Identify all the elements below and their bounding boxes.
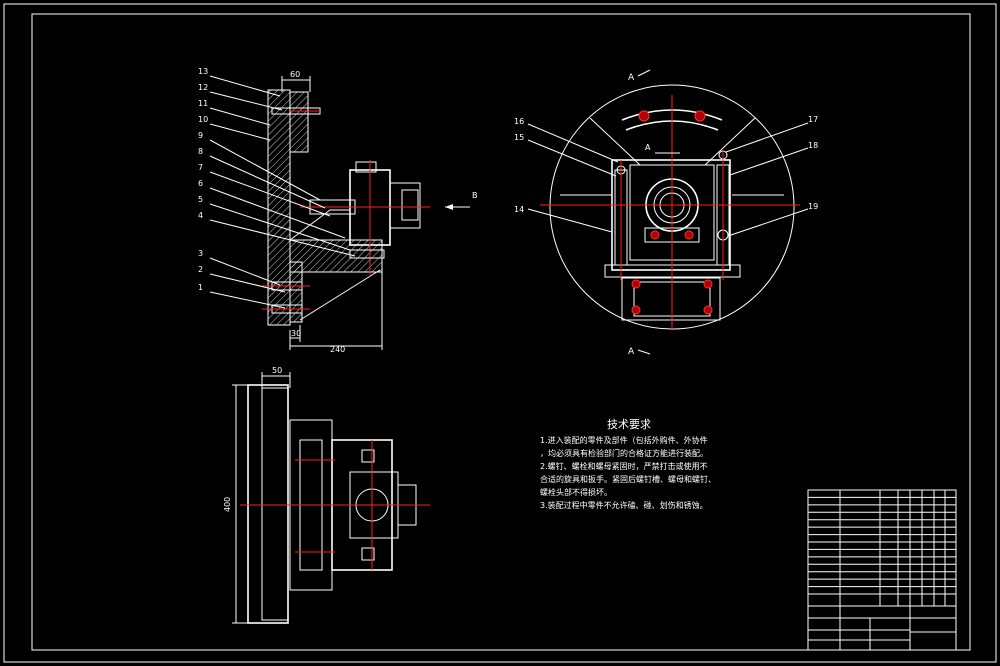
balloon-8: 8: [198, 147, 203, 156]
outer-frame: [3, 3, 997, 663]
balloon-17: 17: [808, 115, 818, 124]
notes-line-1: 1.进入装配的零件及部件（包括外购件、外协件: [540, 435, 708, 445]
side-view: 13 12 11 10 9 8 7 6 5 4 3 2 1 60 30 240 …: [198, 67, 478, 354]
balloon-14: 14: [514, 205, 524, 214]
balloon-6: 6: [198, 179, 203, 188]
notes-line-5: 螺栓头部不得损坏。: [540, 487, 612, 497]
notes-line-6: 3.装配过程中零件不允许磕、碰、划伤和锈蚀。: [540, 500, 708, 510]
balloon-9: 9: [198, 131, 203, 140]
notes-title: 技术要求: [607, 418, 651, 431]
dim-240: 240: [330, 345, 345, 354]
section-mark-top: A: [628, 73, 635, 83]
dim-400: 400: [223, 497, 232, 512]
balloon-7: 7: [198, 163, 203, 172]
balloon-3: 3: [198, 249, 203, 258]
balloon-16: 16: [514, 117, 524, 126]
balloon-13: 13: [198, 67, 208, 76]
dim-30: 30: [291, 329, 301, 338]
bottom-view: 50 400: [223, 366, 430, 624]
side-view-dimensions: [281, 76, 383, 350]
bottom-view-dimensions: [232, 372, 291, 624]
balloon-19: 19: [808, 202, 818, 211]
title-block: [807, 489, 957, 651]
notes-line-3: 2.螺钉、螺栓和螺母紧固时，严禁打击或使用不: [540, 461, 708, 471]
technical-notes: 技术要求 1.进入装配的零件及部件（包括外购件、外协件 ，均必须具有检验部门的合…: [540, 418, 716, 510]
balloon-5: 5: [198, 195, 203, 204]
balloon-15: 15: [514, 133, 524, 142]
balloon-18: 18: [808, 141, 818, 150]
balloon-2: 2: [198, 265, 203, 274]
dim-50: 50: [272, 366, 282, 375]
plan-view-leaders: [527, 122, 809, 237]
balloon-4: 4: [198, 211, 203, 220]
balloon-11: 11: [198, 99, 208, 108]
section-mark-inner: A: [645, 143, 651, 152]
notes-line-2: ，均必须具有检验部门的合格证方能进行装配。: [540, 448, 708, 458]
balloon-12: 12: [198, 83, 208, 92]
view-arrow-b: B: [472, 191, 478, 200]
dim-60: 60: [290, 70, 300, 79]
side-view-leaders: [209, 75, 381, 321]
inner-frame: [31, 13, 971, 651]
notes-line-4: 合适的旋具和扳手。紧固后螺钉槽、螺母和螺钉、: [540, 474, 716, 484]
balloon-10: 10: [198, 115, 208, 124]
plan-view: A A A 16 15 14 17 18 19: [514, 69, 818, 357]
section-mark-bottom: A: [628, 347, 635, 357]
balloon-1: 1: [198, 283, 203, 292]
